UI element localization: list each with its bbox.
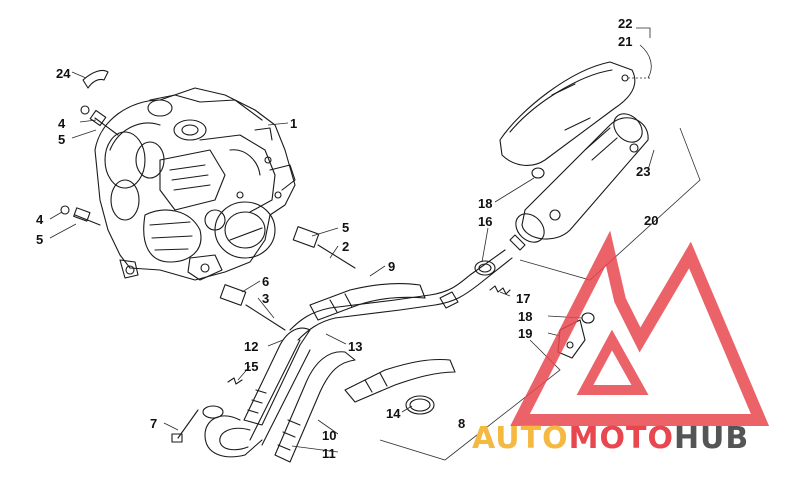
muffler — [509, 113, 649, 251]
callout-11: 11 — [322, 446, 336, 461]
watermark-logo — [510, 230, 770, 426]
leader-lines — [49, 27, 655, 453]
watermark-auto: AUTO — [472, 421, 569, 456]
heat-shield — [499, 61, 650, 166]
callout-19: 19 — [518, 326, 532, 341]
callout-17: 17 — [516, 291, 530, 306]
group-line-8 — [379, 339, 561, 461]
callout-1: 1 — [290, 116, 297, 131]
callout-5-right: 5 — [342, 220, 349, 235]
callout-4-lower: 4 — [36, 212, 44, 227]
spring-17 — [489, 285, 511, 295]
callout-16: 16 — [478, 214, 492, 229]
group-line-20 — [519, 127, 701, 281]
watermark-text: AUTOMOTOHUB — [472, 421, 749, 456]
callout-18-upper: 18 — [478, 196, 492, 211]
nut-6 — [219, 284, 286, 331]
callout-13: 13 — [348, 339, 362, 354]
stud-4-upper — [80, 105, 119, 136]
tie-24 — [82, 69, 109, 89]
callout-4-upper: 4 — [58, 116, 66, 131]
callout-9: 9 — [388, 259, 395, 274]
engine-assembly — [94, 87, 296, 281]
callout-6: 6 — [262, 274, 269, 289]
spring-15 — [227, 377, 243, 385]
clamp-14 — [405, 395, 435, 415]
callout-22: 22 — [618, 16, 632, 31]
callout-23: 23 — [636, 164, 650, 179]
callout-5-lower: 5 — [36, 232, 43, 247]
callout-3: 3 — [262, 291, 269, 306]
callout-14: 14 — [386, 406, 401, 421]
grommet-18-upper — [531, 167, 545, 179]
callout-7: 7 — [150, 416, 157, 431]
callout-12: 12 — [244, 339, 258, 354]
grommet-18-lower — [581, 312, 595, 324]
watermark-inner-triangle-icon — [576, 329, 649, 395]
watermark-hub: HUB — [674, 421, 749, 456]
stud-4-lower — [60, 205, 101, 226]
callout-20: 20 — [644, 213, 658, 228]
watermark-triangle-icon — [510, 230, 770, 426]
callout-15: 15 — [244, 359, 258, 374]
gasket-16 — [474, 260, 496, 276]
callout-2: 2 — [342, 239, 349, 254]
nut-5-right — [292, 226, 356, 269]
bolt-7 — [171, 409, 199, 443]
callout-5-upper: 5 — [58, 132, 65, 147]
pipe-sleeves — [243, 283, 456, 463]
callout-18-lower: 18 — [518, 309, 532, 324]
callout-10: 10 — [322, 428, 336, 443]
callout-24: 24 — [56, 66, 71, 81]
callout-21: 21 — [618, 34, 632, 49]
callout-8: 8 — [458, 416, 465, 431]
watermark-moto: MOTO — [569, 421, 674, 456]
